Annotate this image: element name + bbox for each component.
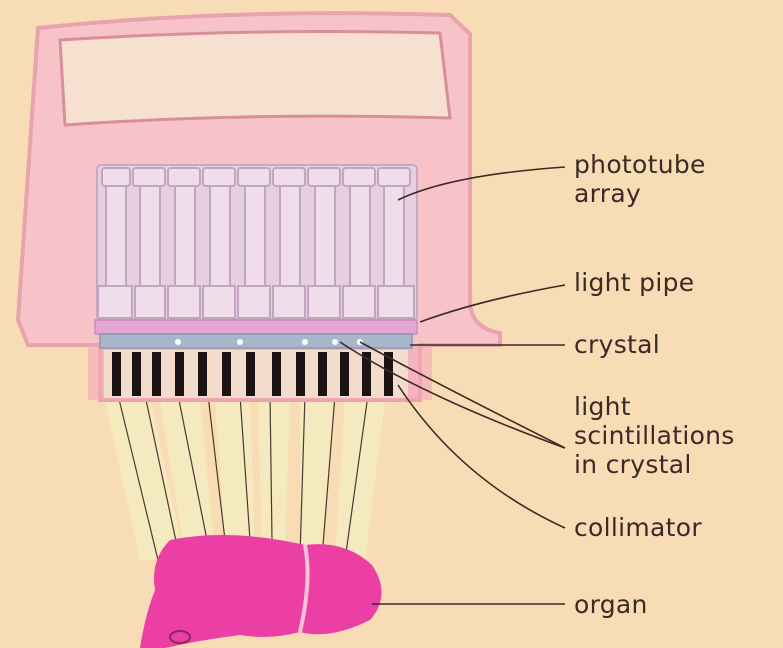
label-phototube-line1: phototube: [574, 150, 706, 179]
display-window: [60, 32, 450, 125]
label-light-pipe: light pipe: [574, 268, 694, 297]
label-organ: organ: [574, 590, 648, 619]
organ: [140, 535, 382, 648]
label-collimator: collimator: [574, 513, 702, 542]
light-pipe: [95, 320, 417, 334]
label-crystal: crystal: [574, 330, 660, 359]
label-scint-line1: light: [574, 392, 735, 421]
crystal: [100, 334, 412, 348]
collimator: [104, 350, 408, 398]
label-phototube-array: phototube array: [574, 150, 706, 208]
label-phototube-line2: array: [574, 179, 706, 208]
label-light-scintillations: light scintillations in crystal: [574, 392, 735, 479]
phototube-array: [97, 165, 417, 320]
label-scint-line3: in crystal: [574, 450, 735, 479]
label-scint-line2: scintillations: [574, 421, 735, 450]
